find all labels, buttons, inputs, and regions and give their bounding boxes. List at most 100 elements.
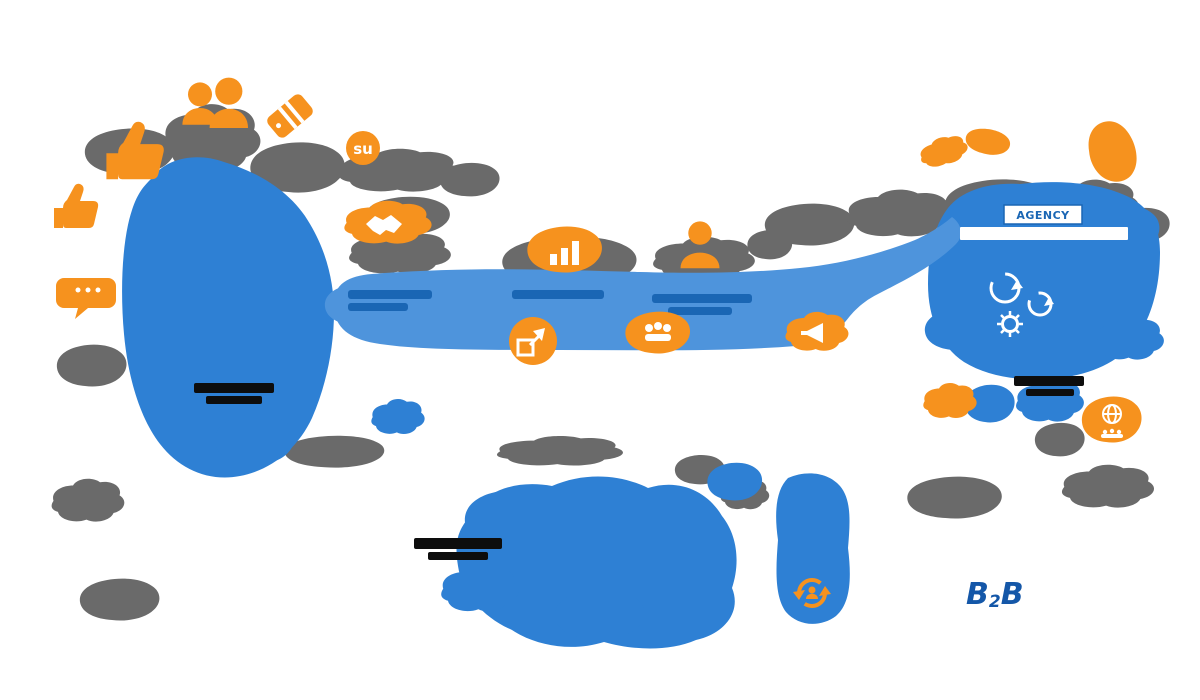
b2b-label: B2B: [966, 577, 1024, 612]
right-mass-lump-4: [924, 308, 995, 351]
blue-bit-left: [371, 398, 425, 435]
gray-cloud-bottom-right-3: [1034, 422, 1085, 457]
left-label-line-2: [206, 396, 262, 404]
left-mass-lump-3: [214, 414, 295, 465]
tag-hole: [276, 123, 282, 129]
gray-cloud-bottom-left: [79, 578, 160, 621]
band-text-bar-1: [348, 290, 432, 299]
gray-cloud-bottom-right-2: [1061, 464, 1155, 508]
handshake-hands: [366, 215, 402, 235]
band-text-bar-2: [348, 303, 408, 311]
audience-head-3: [663, 324, 671, 332]
sync-arrow-1: [819, 586, 831, 596]
bottom-label-line-2: [428, 552, 488, 560]
growth-box: [516, 338, 535, 357]
globe-user-2: [1109, 428, 1115, 434]
sync-arrows-icon: [793, 578, 831, 608]
gear-teeth: [997, 311, 1023, 337]
black-label-layer: [194, 376, 1084, 560]
b2b-b2: B: [1001, 577, 1024, 612]
bottom-mass-lump-3: [554, 589, 645, 640]
gray-cloud-left-low: [51, 478, 125, 522]
chat-dot-3: [95, 287, 101, 293]
band-text-bar-5: [668, 307, 732, 315]
sync-arrow-2: [793, 590, 805, 600]
sync-person-head: [808, 586, 816, 594]
agency-label: AGENCY: [1016, 209, 1070, 222]
price-tag-icon: [267, 94, 313, 138]
gray-streak-2: [496, 435, 623, 466]
refresh-arrow-small: [1044, 297, 1054, 306]
audience-icon: [625, 311, 691, 354]
left-label-line-1: [194, 383, 274, 393]
bottom-blue-mass: [456, 476, 737, 649]
chat-body: [56, 278, 116, 319]
handshake-icon: [344, 200, 432, 244]
refresh-icon-small: [1027, 291, 1054, 317]
growth-glyph: [516, 328, 545, 357]
gear-icon: [997, 311, 1023, 337]
right-label-line-2: [1026, 389, 1074, 396]
su-glyph: su: [353, 140, 373, 158]
chart-bar-3: [572, 241, 579, 265]
gray-cloud-right-1: [764, 203, 855, 246]
gear-ring: [1001, 315, 1019, 333]
browser-bar: [960, 227, 1128, 240]
band-text-bar-3: [512, 290, 604, 299]
hand-icon: [1082, 115, 1143, 188]
growth-chart-icon: [509, 317, 557, 365]
b2b-b1: B: [966, 577, 989, 612]
tag-stripe-1: [277, 106, 298, 130]
left-blue-mass: [122, 157, 334, 478]
megaphone-glyph: [801, 323, 823, 343]
blue-band-layer: [324, 217, 961, 351]
chat-dot-2: [85, 287, 91, 293]
band-text-bar-4: [652, 294, 752, 303]
audience-head-1: [645, 324, 653, 332]
gray-cloud-bottom-right-1: [907, 476, 1002, 519]
audience-glyph: [645, 322, 671, 341]
b2b-sub: 2: [989, 592, 1001, 612]
globe-users-icon: [1081, 396, 1142, 443]
refresh-icon-large: [989, 272, 1023, 304]
agency-box: [1003, 204, 1083, 225]
two-people-icon: [182, 77, 248, 128]
audience-body: [645, 334, 671, 341]
bar-chart-icon: [527, 226, 602, 273]
right-label-line-1: [1014, 376, 1084, 386]
globe-users: [1101, 428, 1123, 438]
agency-panel: AGENCY: [960, 204, 1128, 337]
refresh-arrow-large: [1011, 280, 1023, 290]
chat-bubble-icon: [56, 278, 116, 319]
tag-body: [267, 94, 313, 138]
globe-user-1: [1102, 429, 1108, 435]
thumb-small-icon: [54, 183, 99, 228]
blue-connector: [776, 473, 850, 624]
megaphone-icon: [785, 311, 849, 351]
bird-icon-2: [963, 124, 1013, 159]
bird-icon-1: [916, 131, 971, 171]
su-circle: [346, 131, 380, 165]
gray-cloud-top-5: [439, 162, 500, 197]
sync-person-body: [806, 593, 818, 599]
growth-arrow-head: [533, 328, 545, 341]
globe-glyph: [1102, 404, 1122, 424]
globe-users-body: [1101, 434, 1123, 438]
chart-bars: [550, 241, 579, 265]
blue-bit-center: [707, 462, 763, 501]
audience-blob: [625, 311, 691, 354]
band-text-layer: [348, 290, 752, 315]
audience-head-2: [654, 322, 662, 330]
tag-stripe-2: [284, 100, 305, 124]
chart-bar-1: [550, 254, 557, 265]
stumbleupon-icon: su: [346, 131, 380, 165]
chat-dot-1: [75, 287, 81, 293]
gray-streak-1: [284, 435, 385, 468]
gray-cloud-left-mid: [56, 344, 127, 387]
bottom-label-line-1: [414, 538, 502, 549]
globe-user-3: [1116, 429, 1122, 435]
middle-band: [333, 217, 961, 351]
chart-bar-2: [561, 248, 568, 265]
